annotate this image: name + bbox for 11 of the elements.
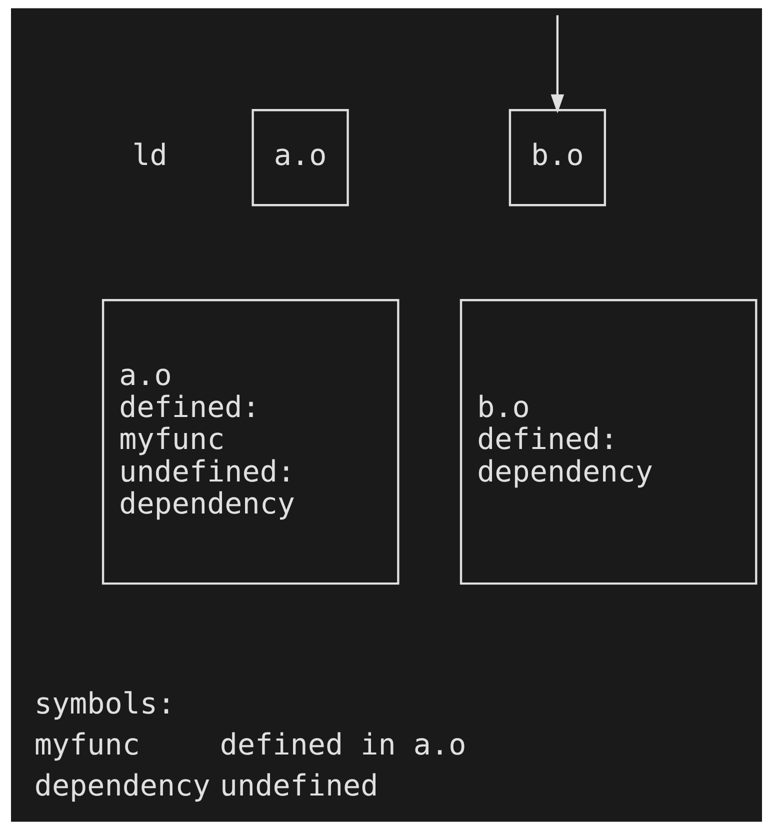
- label: defined in a.o: [219, 728, 466, 762]
- node-box: b.o defined: dependency: [459, 299, 757, 585]
- node-box: b.o: [508, 109, 606, 206]
- arrow: [550, 15, 564, 114]
- node-box: a.o defined: myfunc undefined: dependency: [101, 299, 399, 585]
- node-box: a.o: [251, 109, 348, 206]
- label: symbols:: [34, 686, 175, 721]
- label: ld: [132, 138, 167, 172]
- label: undefined: [219, 768, 378, 802]
- label: dependency: [34, 768, 210, 802]
- label: myfunc: [34, 728, 140, 762]
